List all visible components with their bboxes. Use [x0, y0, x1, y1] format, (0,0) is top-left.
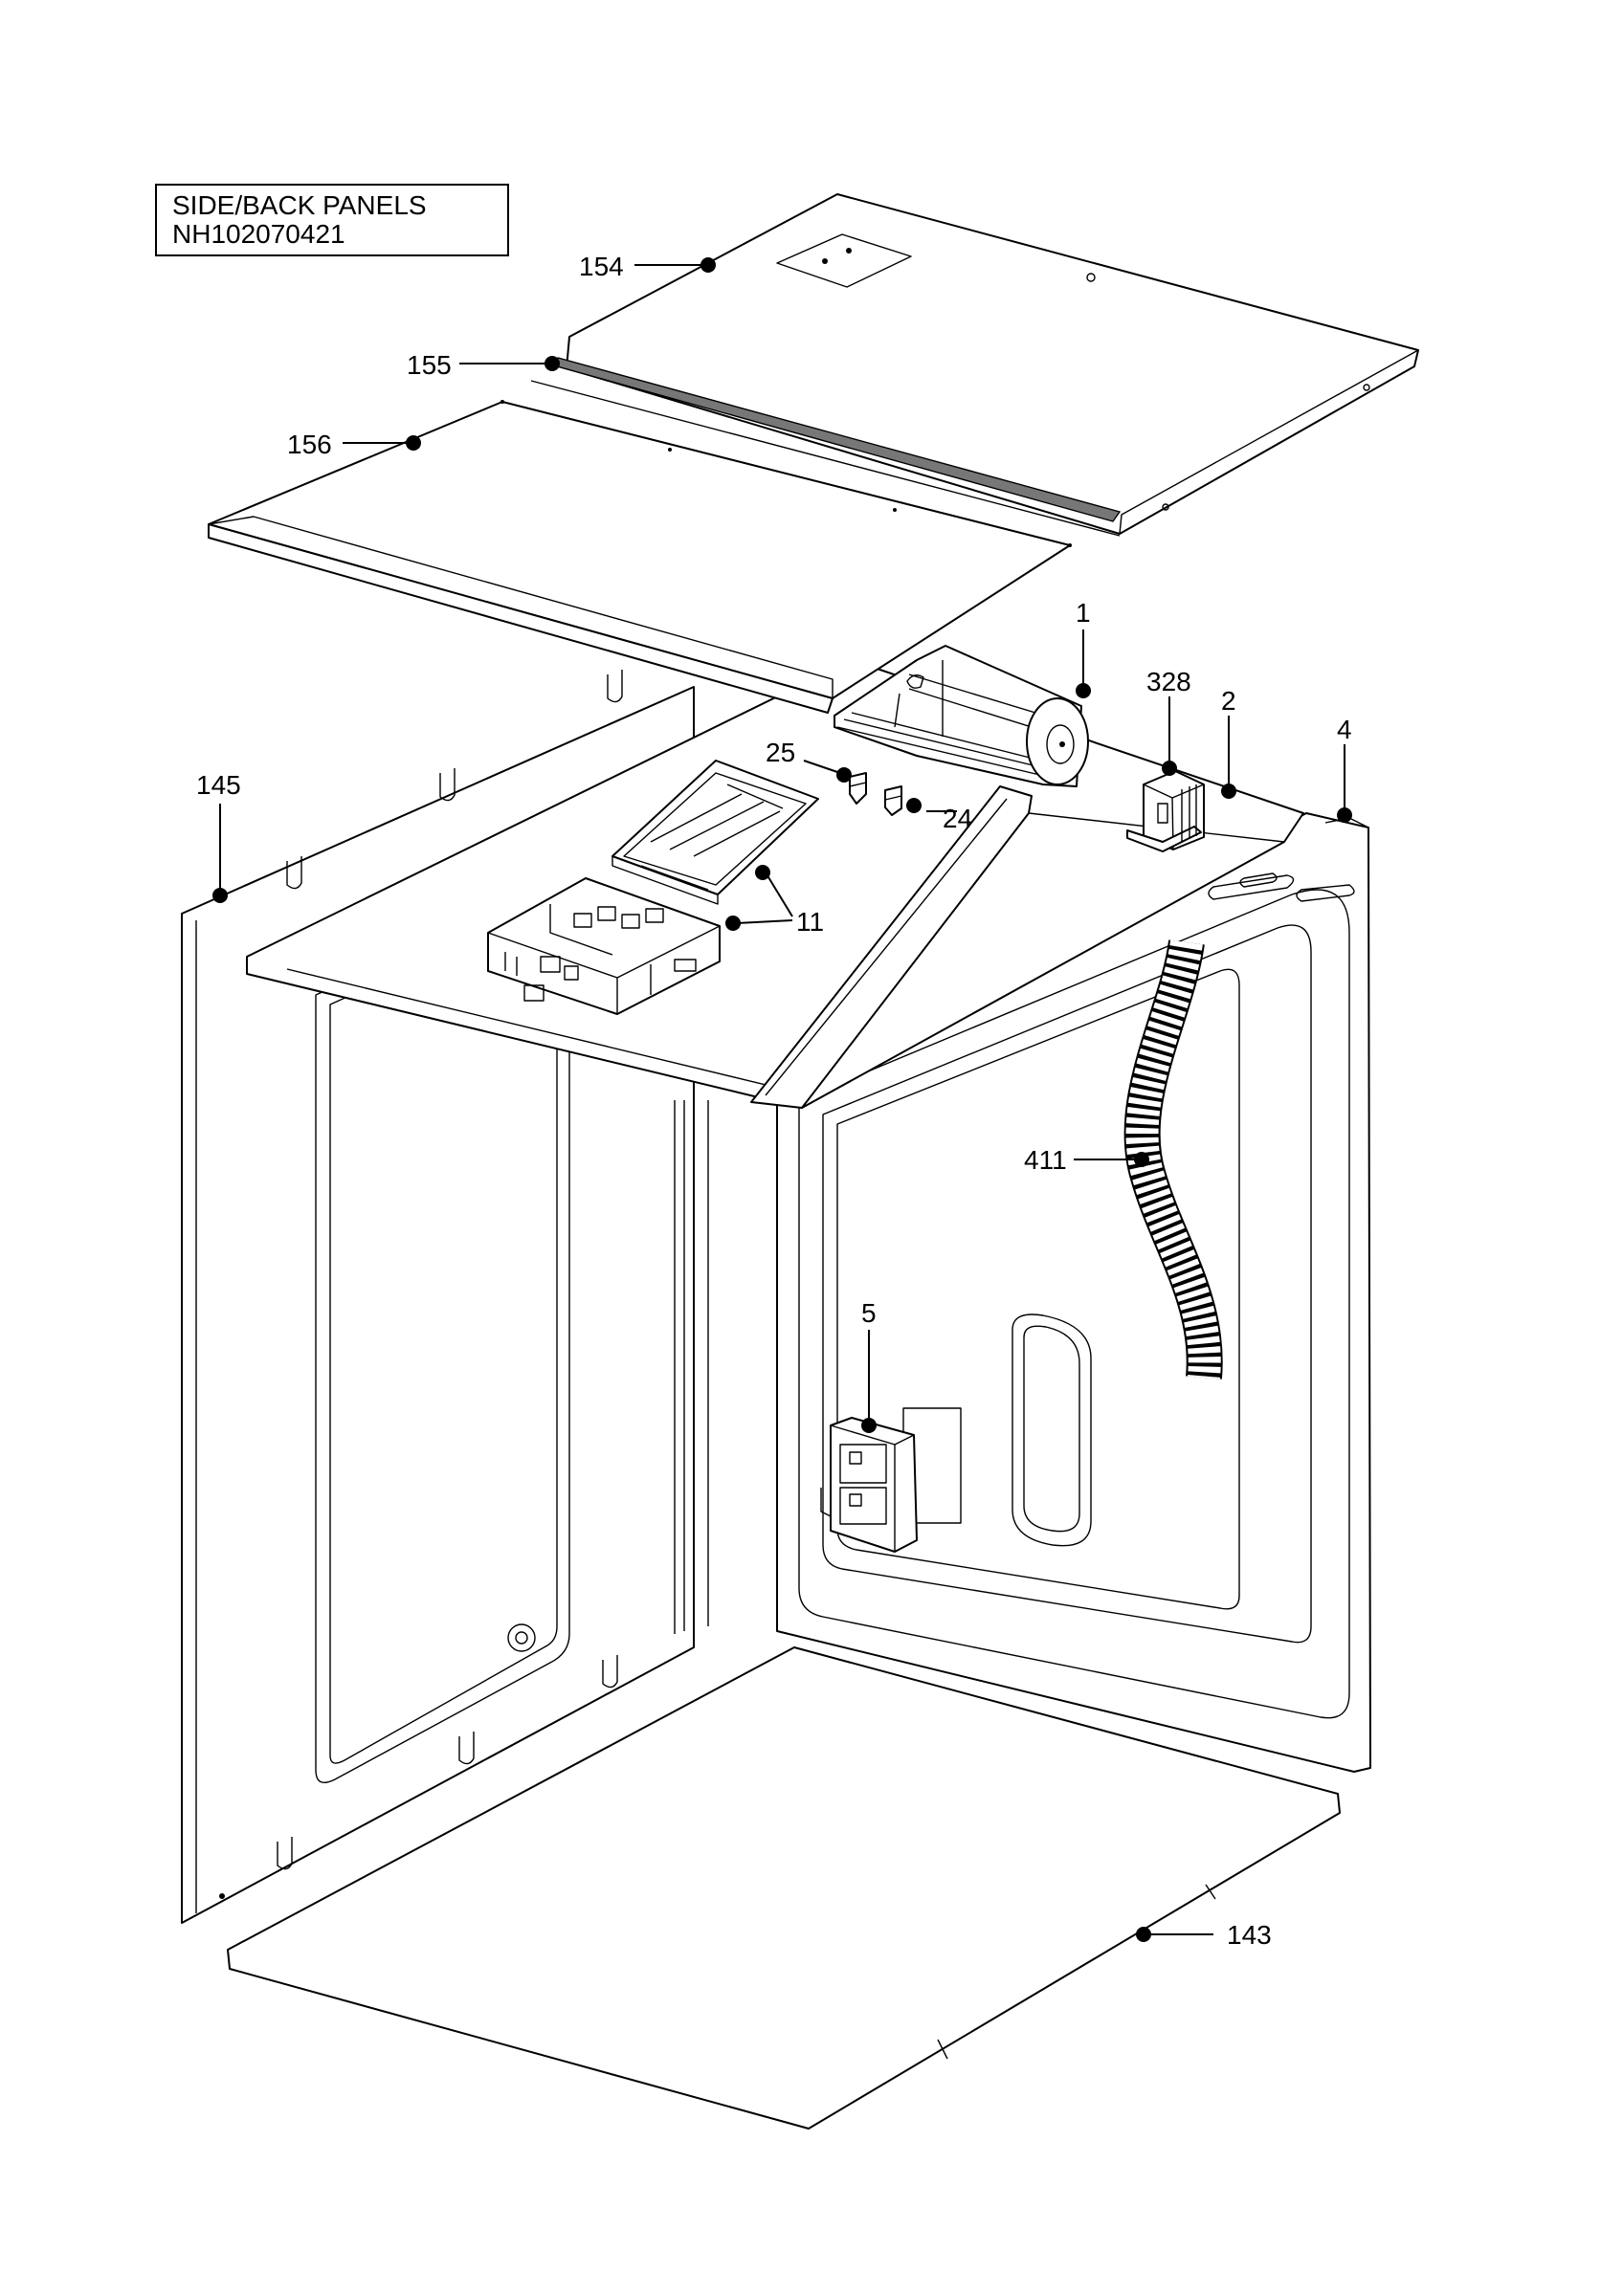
pcb-box-lid — [611, 760, 819, 905]
callout-154: 154 — [579, 252, 624, 281]
callout-labels: 154 155 156 1 328 2 4 25 24 145 11 411 5… — [196, 252, 1352, 1950]
callout-leaders — [212, 257, 1352, 1942]
diagram-title-box: SIDE/BACK PANELS NH102070421 — [155, 184, 509, 256]
tangential-fan-1 — [834, 645, 1089, 787]
corrugated-hose-411 — [1123, 939, 1223, 1380]
callout-155: 155 — [407, 350, 452, 380]
diagram-title: SIDE/BACK PANELS — [172, 190, 427, 220]
back-panel — [776, 812, 1371, 1773]
callout-2: 2 — [1221, 686, 1236, 716]
callout-143: 143 — [1227, 1920, 1272, 1950]
callout-156: 156 — [287, 430, 332, 459]
pcb-box-body — [487, 877, 721, 1015]
callout-24: 24 — [943, 804, 972, 833]
callout-145: 145 — [196, 770, 241, 800]
top-cover-156 — [208, 400, 1072, 714]
callout-411: 411 — [1024, 1145, 1067, 1175]
callout-25: 25 — [766, 738, 795, 767]
thermostat-25 — [849, 772, 867, 805]
callout-1: 1 — [1076, 598, 1091, 628]
thermostat-24 — [884, 785, 902, 816]
callout-11: 11 — [796, 907, 824, 937]
callout-328: 328 — [1146, 667, 1191, 696]
transformer-328 — [1126, 770, 1205, 852]
bottom-panel — [227, 1646, 1341, 2130]
diagram-code: NH102070421 — [172, 219, 345, 249]
terminal-block-5 — [820, 1417, 918, 1553]
callout-4: 4 — [1337, 715, 1352, 744]
callout-5: 5 — [861, 1298, 877, 1328]
